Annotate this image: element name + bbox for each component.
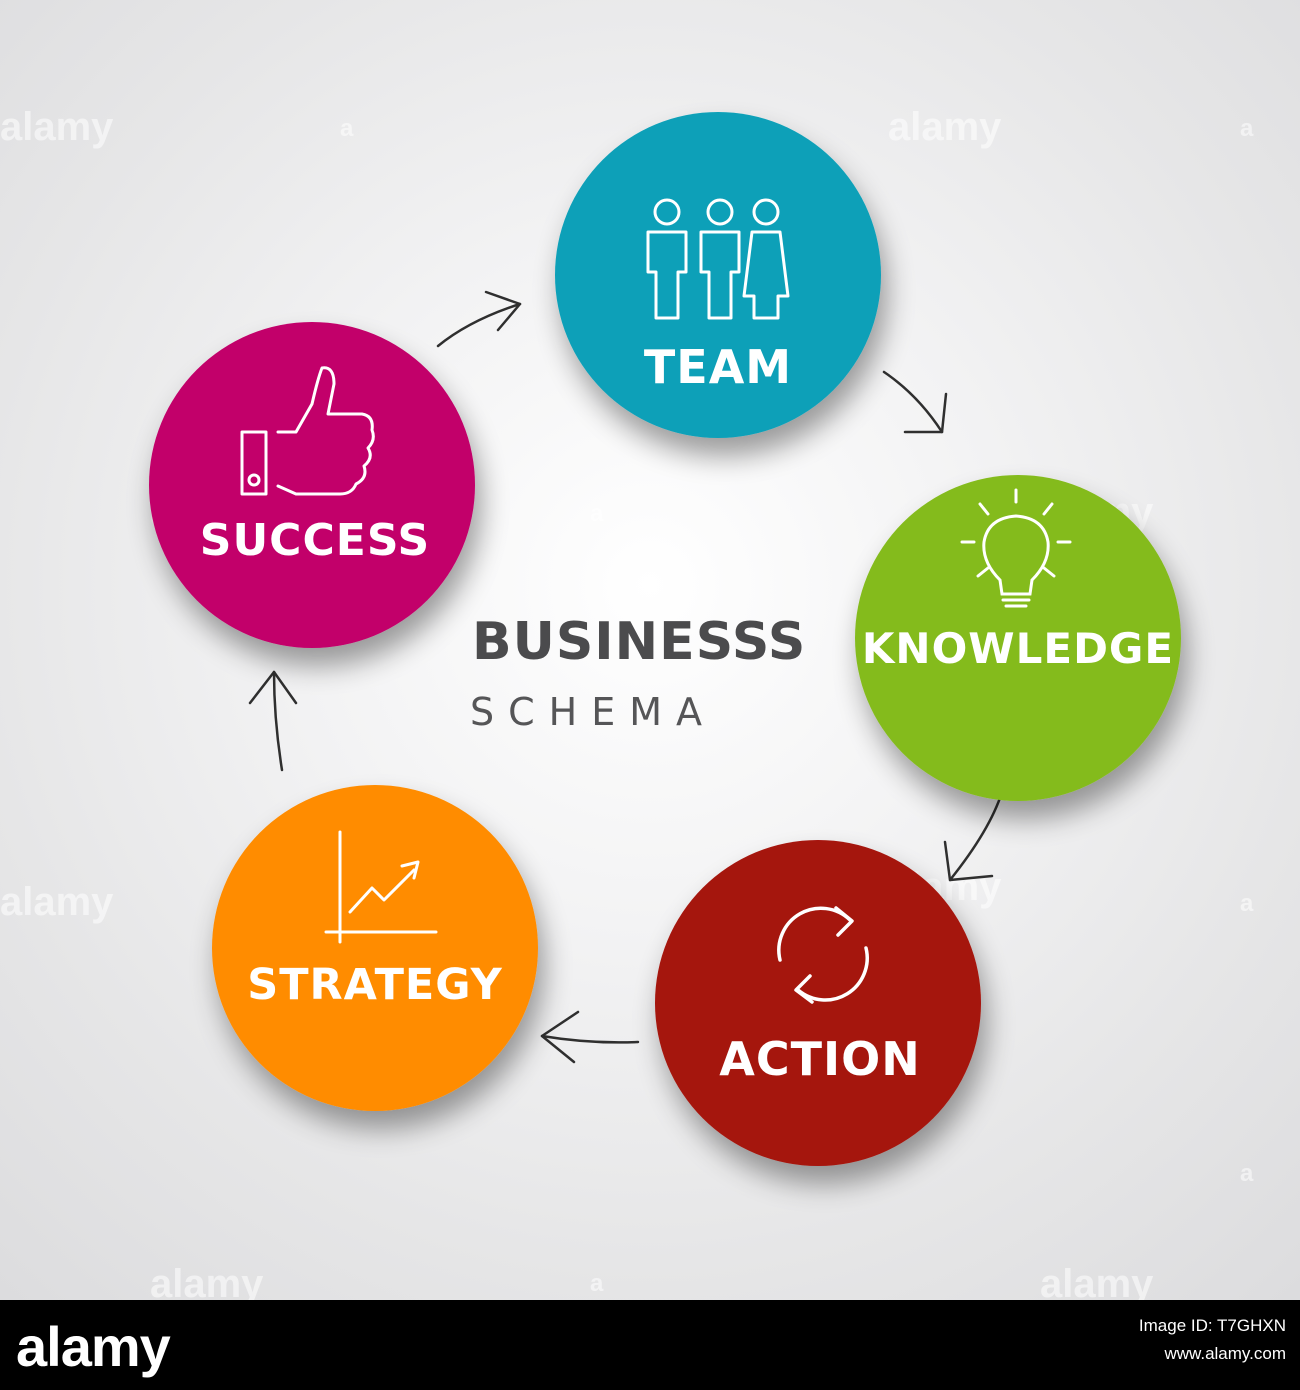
watermark: alamy [150,1262,264,1300]
arrow-action-to-strategy [540,1010,640,1064]
watermark: alamy [0,880,114,924]
site-url: www.alamy.com [1164,1344,1286,1363]
watermark: a [1240,890,1254,917]
team-icon [646,198,790,320]
arrow-success-to-team [436,290,522,348]
image-id: Image ID: T7GHXN [1138,1316,1286,1335]
team-circle [555,112,881,438]
diagram-canvas: alamy alamy alamy alamy alamy alamy alam… [0,0,1300,1300]
step-label: TEAM [643,340,793,394]
watermark: a [590,1270,604,1297]
image-meta: Image ID: T7GHXN www.alamy.com [1139,1312,1286,1368]
step-label: STRATEGY [247,960,503,1010]
arrow-knowledge-to-action [943,790,1004,882]
watermark: a [590,500,604,527]
diagram-subtitle: SCHEMA [470,690,717,734]
lightbulb-icon [960,488,1072,608]
footer-bar: alamy Image ID: T7GHXN www.alamy.com [0,1300,1300,1390]
refresh-icon [777,906,869,1004]
growth-chart-icon [324,830,438,944]
step-label: KNOWLEDGE [861,624,1175,673]
step-label: ACTION [719,1032,921,1086]
brand-logo: alamy [16,1315,171,1378]
arrow-team-to-knowledge [882,370,948,434]
diagram-title: BUSINESSS [472,612,807,672]
watermark: alamy [888,105,1002,149]
cycle-diagram [149,112,1181,1166]
watermark: alamy [1040,1262,1154,1300]
step-label: SUCCESS [199,515,431,566]
arrow-strategy-to-success [248,670,298,772]
watermark: alamy [0,105,114,149]
action-circle [655,840,981,1166]
watermark: a [1240,115,1254,142]
knowledge-circle [855,475,1181,801]
watermark: a [340,115,354,142]
watermark: a [1240,1160,1254,1187]
strategy-circle [212,785,538,1111]
thumbs-up-icon [240,366,375,496]
success-circle [149,322,475,648]
